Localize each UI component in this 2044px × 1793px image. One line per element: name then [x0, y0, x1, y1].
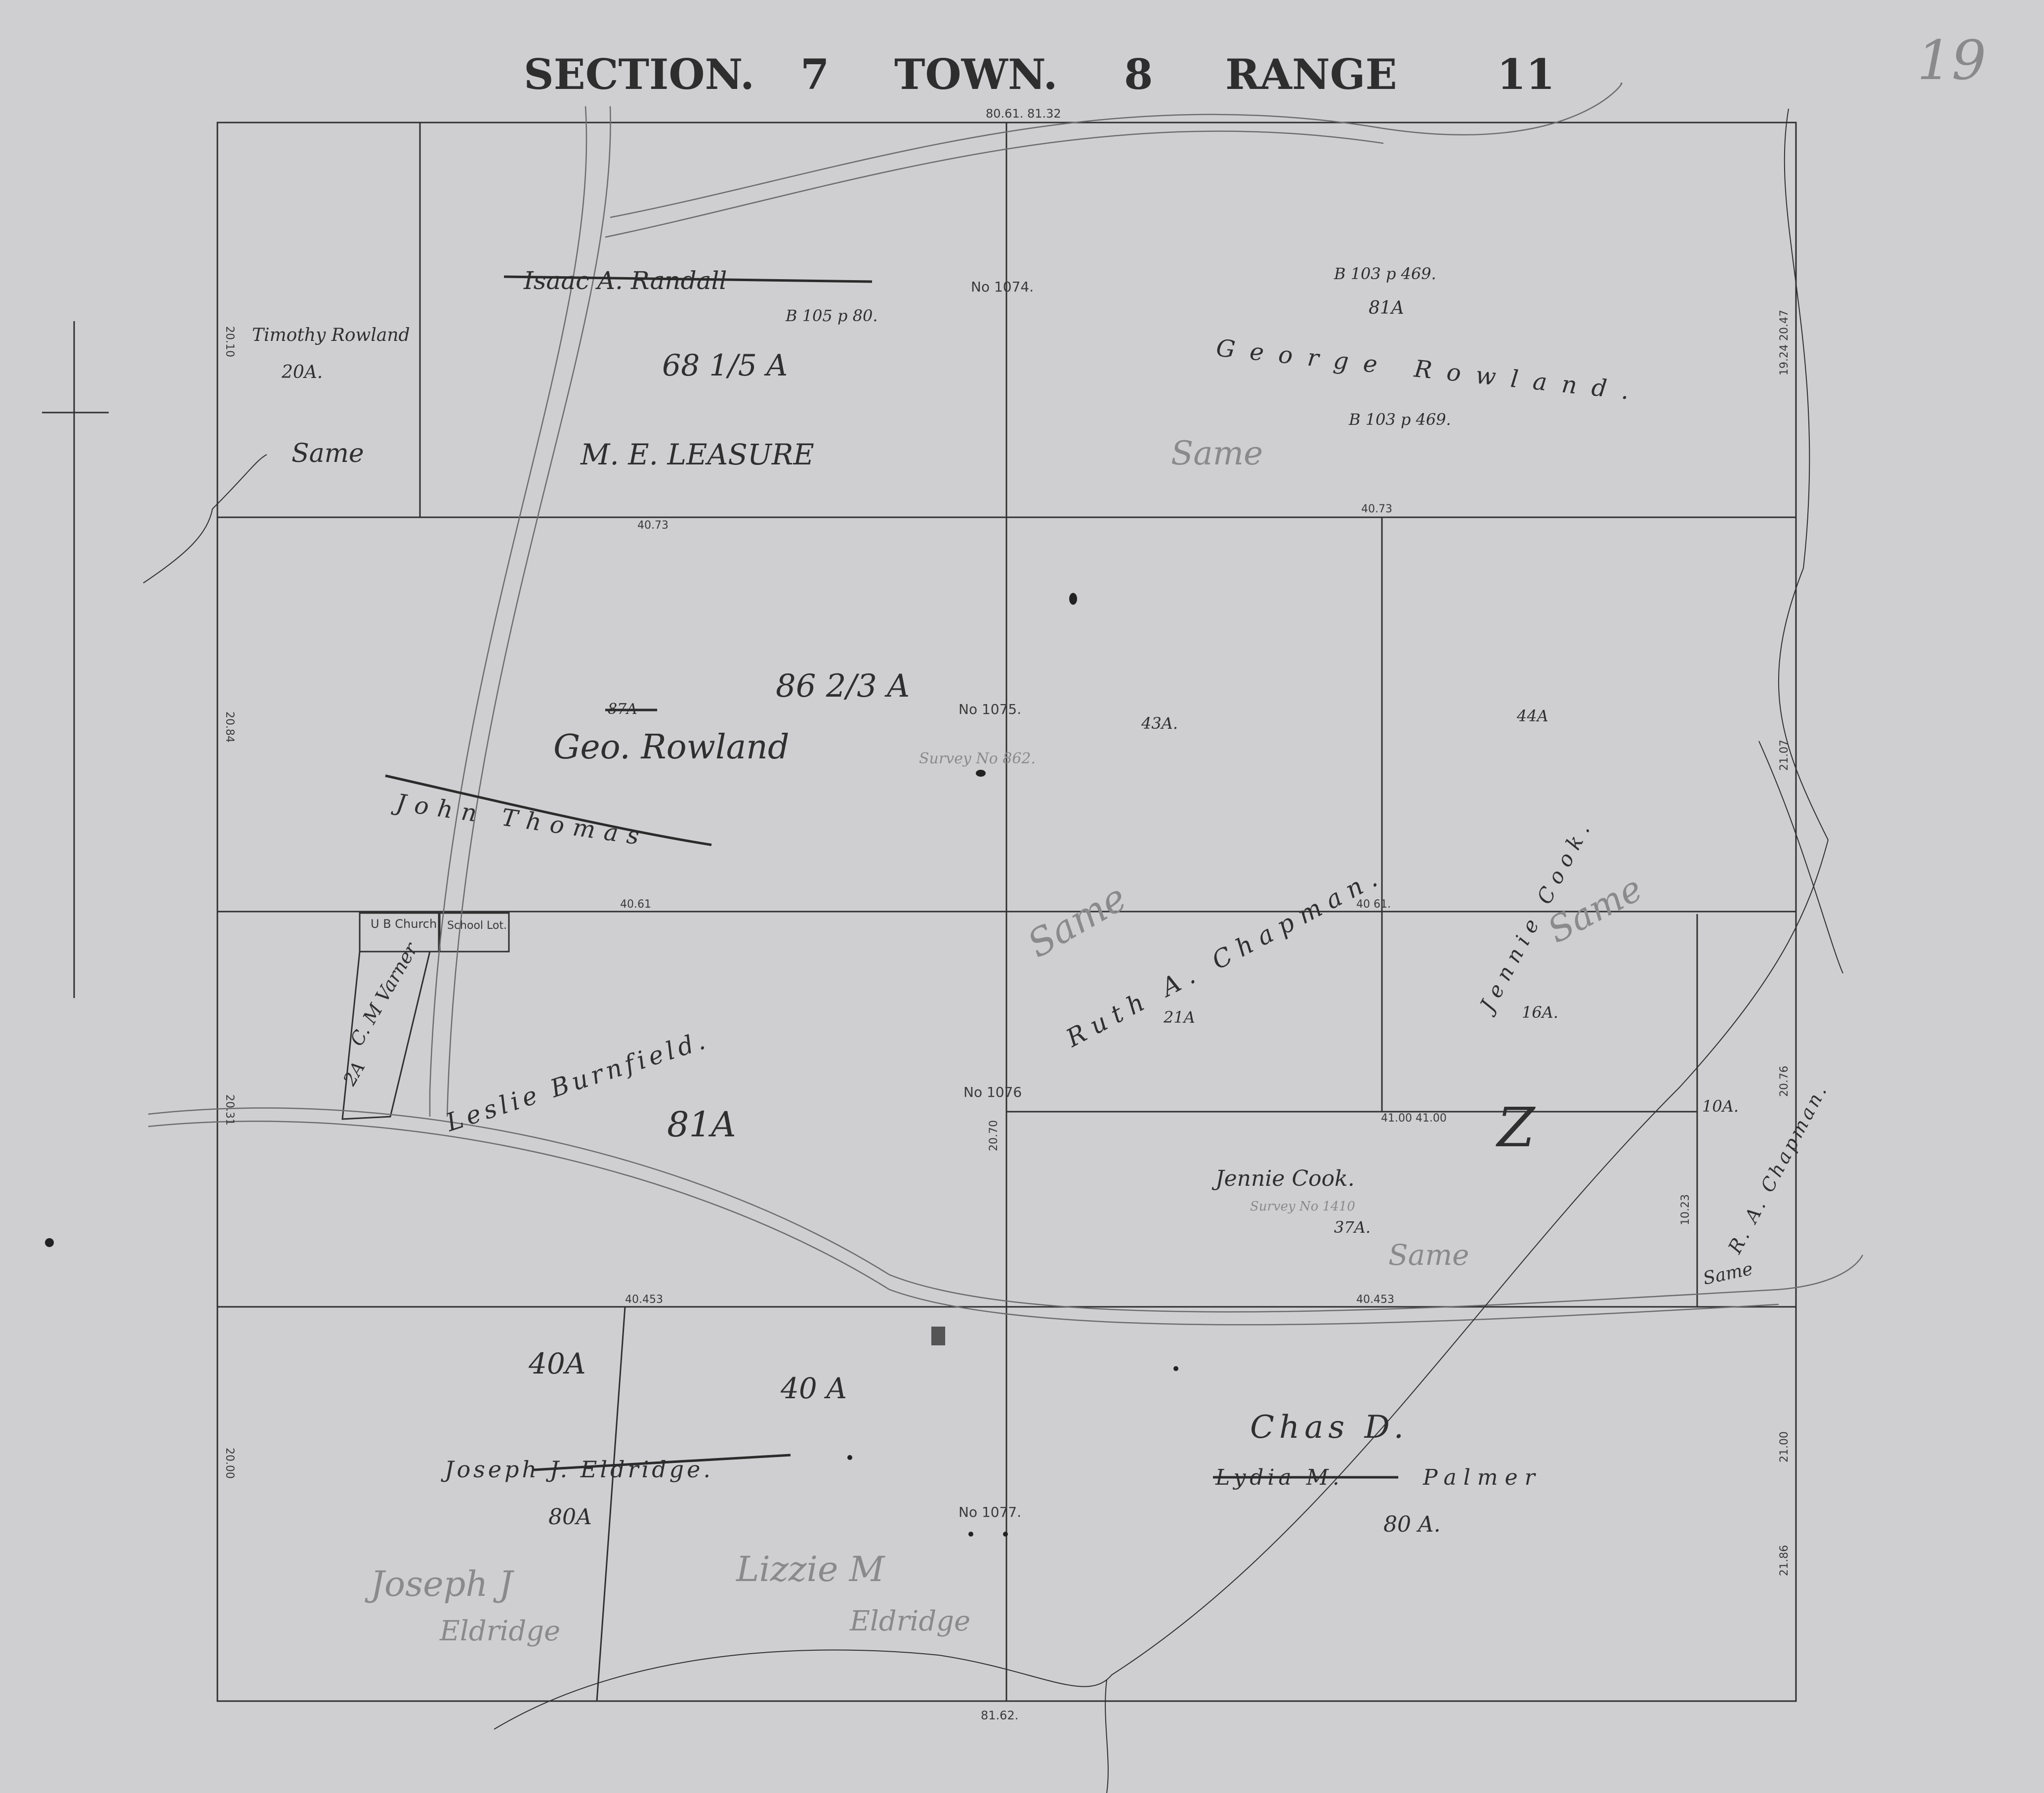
- measure-jennie-cook-top: 41.00 41.00: [1381, 1112, 1447, 1125]
- label-gr-book-bottom: B 103 p 469.: [1348, 410, 1451, 429]
- label-gr-acres: 81A: [1369, 298, 1404, 318]
- creek-west: [143, 454, 267, 584]
- measure-row3-right: 40.453: [1356, 1293, 1394, 1306]
- section-number: 7: [800, 50, 829, 99]
- town-label: TOWN.: [894, 50, 1058, 99]
- measure-right-2: 21.07: [1778, 740, 1791, 771]
- measure-top: 80.61. 81.32: [986, 107, 1061, 121]
- road-north-south-b: [446, 106, 611, 1117]
- label-acres-80-right: 80 A.: [1383, 1512, 1441, 1537]
- label-joseph-eldridge: Joseph J. Eldridge.: [441, 1456, 713, 1483]
- measure-right-4: 21.00: [1778, 1431, 1791, 1462]
- survey-no-1074: No 1074.: [971, 279, 1034, 295]
- school-lot: [439, 912, 510, 953]
- measure-left-2: 20.84: [223, 711, 236, 743]
- label-survey-1410: Survey No 1410: [1250, 1199, 1355, 1214]
- measure-left-1: 20.10: [223, 326, 236, 357]
- measure-right-5: 21.86: [1778, 1545, 1791, 1576]
- measure-row1-right: 40.73: [1361, 503, 1392, 515]
- label-randall-acres: 68 1/5 A: [662, 348, 788, 383]
- label-acres-16: 16A.: [1522, 1003, 1558, 1022]
- varner-lot: [341, 951, 431, 1120]
- survey-no-1075: No 1075.: [959, 701, 1021, 717]
- section-label: SECTION.: [524, 50, 754, 99]
- label-acres-80-left: 80A: [548, 1504, 592, 1530]
- measure-row3-left: 40.453: [625, 1293, 663, 1306]
- label-joseph-j: Joseph J: [365, 1564, 515, 1604]
- label-rowland-acres: 86 2/3 A: [776, 668, 910, 705]
- label-acres-10: 10A.: [1702, 1097, 1739, 1116]
- measure-right-3: 20.76: [1778, 1066, 1791, 1097]
- label-isaac-randall: Isaac A. Randall: [523, 266, 727, 295]
- measure-row1-left: 40.73: [637, 519, 668, 532]
- label-chas-d: Chas D.: [1250, 1409, 1409, 1446]
- eldridge-divider: [596, 1306, 626, 1702]
- label-randall-book: B 105 p 80.: [785, 306, 877, 325]
- range-label: RANGE: [1225, 50, 1397, 99]
- label-acres-81: 81A: [667, 1104, 736, 1145]
- label-acres-44: 44A: [1516, 707, 1548, 725]
- roads-and-creeks: [143, 83, 1864, 1793]
- z-mark: Z: [1496, 1096, 1536, 1159]
- label-jennie-cook-lower: Jennie Cook.: [1211, 1166, 1355, 1191]
- label-cook-same: Same: [1388, 1238, 1469, 1272]
- road-north-south-a: [429, 106, 587, 1117]
- eldridge-strikethrough: [533, 1454, 791, 1471]
- creek-south: [1105, 1679, 1109, 1793]
- label-school-lot: School Lot.: [447, 919, 507, 932]
- ink-spots: [45, 593, 1178, 1537]
- survey-no-1077: No 1077.: [959, 1504, 1021, 1520]
- measure-bottom: 81.62.: [981, 1709, 1018, 1722]
- creek-main: [494, 108, 1829, 1730]
- label-me-leasure: M. E. LEASURE: [580, 438, 814, 471]
- town-number: 8: [1124, 50, 1153, 99]
- road-northeast: [610, 83, 1623, 218]
- randall-strikethrough: [503, 275, 873, 283]
- label-gr-book-top: B 103 p 469.: [1334, 264, 1436, 283]
- measure-right-1: 19.24 20.47: [1778, 310, 1791, 375]
- label-survey-862: Survey No 862.: [919, 750, 1036, 767]
- label-timothy-same: Same: [292, 439, 364, 468]
- label-acres-40-right: 40 A: [780, 1372, 847, 1405]
- parcel-boundaries: [216, 122, 1797, 1702]
- label-lizzie-m: Lizzie M: [735, 1549, 886, 1589]
- page-number: 19: [1917, 29, 1986, 92]
- label-eldridge-1: Eldridge: [439, 1615, 560, 1647]
- measure-row2-left: 40.61: [620, 898, 651, 911]
- measure-left-3: 20.31: [223, 1094, 236, 1126]
- survey-no-1076: No 1076: [963, 1084, 1022, 1100]
- measure-mid-vertical: 20.70: [988, 1120, 1000, 1151]
- label-timothy-rowland: Timothy Rowland: [252, 325, 410, 345]
- john-thomas-strikethrough: [385, 774, 712, 846]
- measure-row2-right: 40 61.: [1356, 898, 1391, 911]
- label-acres-40-left: 40A: [528, 1347, 586, 1380]
- survey-numbers: No 1074. No 1075. No 1076 No 1077.: [959, 279, 1034, 1520]
- measure-left-4: 20.00: [223, 1448, 236, 1479]
- map-header: SECTION. 7 TOWN. 8 RANGE 11 19: [524, 29, 1986, 99]
- label-acres-21: 21A: [1163, 1008, 1195, 1027]
- label-gr-same: Same: [1171, 434, 1263, 472]
- label-palmer: Palmer: [1422, 1465, 1542, 1490]
- label-timothy-acres: 20A.: [281, 362, 323, 382]
- label-acres-37: 37A.: [1334, 1218, 1371, 1237]
- label-eldridge-2: Eldridge: [849, 1605, 970, 1637]
- road-east-west: [148, 1107, 1864, 1313]
- label-ub-church: U B Church: [371, 917, 437, 931]
- margin-cross-mark: [42, 321, 109, 998]
- label-acres-43: 43A.: [1141, 714, 1178, 733]
- range-number: 11: [1497, 50, 1555, 99]
- measure-chapman-vertical: 10.23: [1679, 1194, 1692, 1225]
- creek-east: [1758, 741, 1843, 974]
- label-geo-rowland: Geo. Rowland: [553, 728, 790, 767]
- measurement-labels: 80.61. 81.32 81.62. 40.73 40.73 40.61 40…: [223, 107, 1791, 1722]
